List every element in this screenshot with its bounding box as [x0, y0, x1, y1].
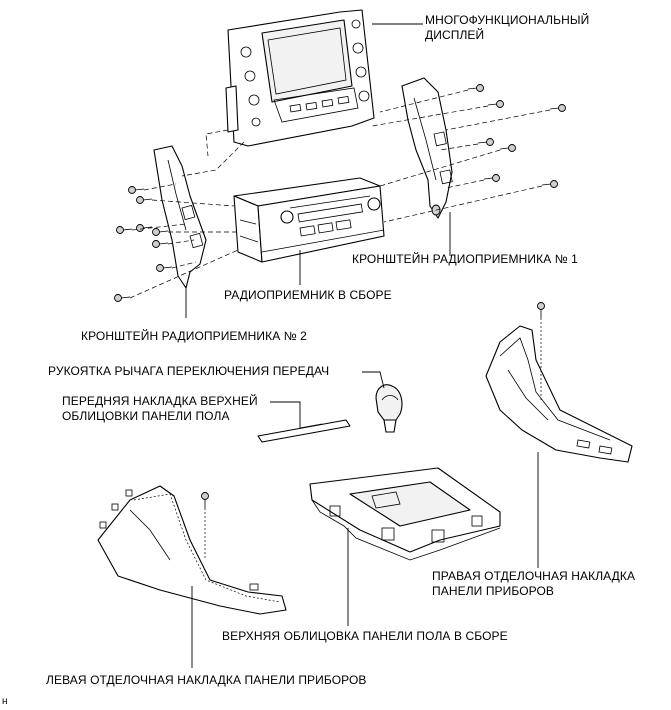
- screw-icon: [114, 186, 173, 302]
- bolt-icon: [467, 84, 566, 188]
- shift-knob-part: [375, 384, 403, 433]
- label-radio-bracket-1: КРОНШТЕЙН РАДИОПРИЕМНИКА № 1: [352, 252, 578, 267]
- label-radio-bracket-2-text: КРОНШТЕЙН РАДИОПРИЕМНИКА № 2: [81, 329, 307, 343]
- label-multi-display-line1: МНОГОФУНКЦИОНАЛЬНЫЙ: [425, 13, 590, 27]
- label-multi-display-line2: ДИСПЛЕЙ: [425, 28, 485, 42]
- label-right-instrument-panel: ПРАВАЯ ОТДЕЛОЧНАЯ НАКЛАДКА ПАНЕЛИ ПРИБОР…: [432, 569, 635, 599]
- label-front-upper-panel: ПЕРЕДНЯЯ НАКЛАДКА ВЕРХНЕЙ ОБЛИЦОВКИ ПАНЕ…: [62, 394, 258, 424]
- front-upper-panel-part: [257, 419, 351, 443]
- label-shift-knob-text: РУКОЯТКА РЫЧАГА ПЕРЕКЛЮЧЕНИЯ ПЕРЕДАЧ: [48, 364, 330, 378]
- radio-bracket-1-part: [401, 77, 453, 219]
- clip-icon: [201, 302, 545, 508]
- label-front-upper-panel-line1: ПЕРЕДНЯЯ НАКЛАДКА ВЕРХНЕЙ: [62, 394, 258, 408]
- upper-console-part: [309, 467, 501, 561]
- label-upper-console: ВЕРХНЯЯ ОБЛИЦОВКА ПАНЕЛИ ПОЛА В СБОРЕ: [222, 629, 508, 644]
- radio-assembly-part: [233, 177, 385, 263]
- left-instrument-panel-part: [97, 485, 287, 615]
- label-left-instrument-panel-text: ЛЕВАЯ ОТДЕЛОЧНАЯ НАКЛАДКА ПАНЕЛИ ПРИБОРО…: [46, 673, 367, 687]
- leader-lines: [185, 23, 539, 668]
- label-left-instrument-panel: ЛЕВАЯ ОТДЕЛОЧНАЯ НАКЛАДКА ПАНЕЛИ ПРИБОРО…: [46, 673, 367, 688]
- multi-display-part: [225, 9, 375, 147]
- right-instrument-panel-part: [485, 325, 633, 463]
- label-right-instrument-panel-line1: ПРАВАЯ ОТДЕЛОЧНАЯ НАКЛАДКА: [432, 569, 636, 583]
- label-radio-bracket-2: КРОНШТЕЙН РАДИОПРИЕМНИКА № 2: [81, 329, 307, 344]
- label-radio-assembly: РАДИОПРИЕМНИК В СБОРЕ: [224, 288, 392, 303]
- label-multi-display: МНОГОФУНКЦИОНАЛЬНЫЙ ДИСПЛЕЙ: [425, 13, 589, 43]
- label-radio-assembly-text: РАДИОПРИЕМНИК В СБОРЕ: [224, 288, 392, 302]
- corner-mark: н: [2, 694, 8, 709]
- corner-mark-text: н: [2, 696, 8, 707]
- label-right-instrument-panel-line2: ПАНЕЛИ ПРИБОРОВ: [432, 584, 555, 598]
- alignment-lines: [129, 89, 551, 299]
- label-radio-bracket-1-text: КРОНШТЕЙН РАДИОПРИЕМНИКА № 1: [352, 252, 578, 266]
- radio-bracket-2-part: [153, 145, 207, 289]
- label-shift-knob: РУКОЯТКА РЫЧАГА ПЕРЕКЛЮЧЕНИЯ ПЕРЕДАЧ: [48, 364, 329, 379]
- label-upper-console-text: ВЕРХНЯЯ ОБЛИЦОВКА ПАНЕЛИ ПОЛА В СБОРЕ: [222, 629, 508, 643]
- label-front-upper-panel-line2: ОБЛИЦОВКИ ПАНЕЛИ ПОЛА: [62, 409, 230, 423]
